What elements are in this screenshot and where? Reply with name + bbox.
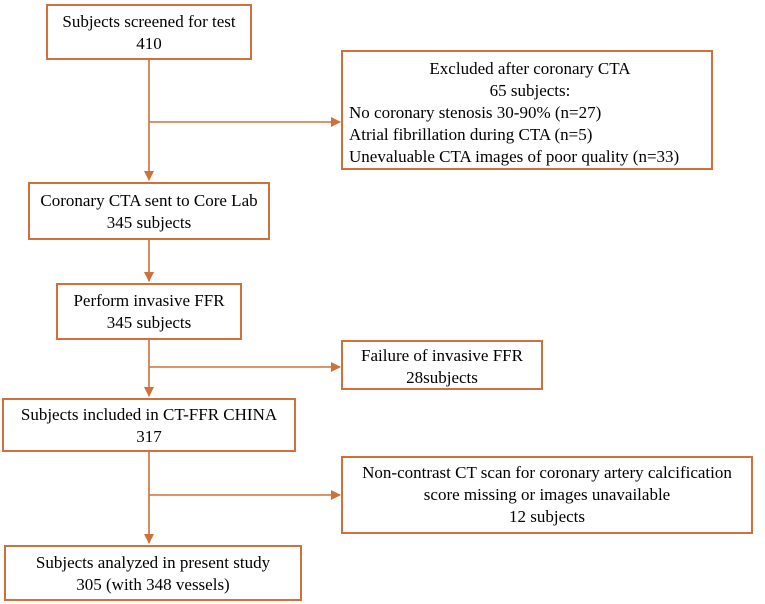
calcium-missing-count: 12 subjects bbox=[508, 507, 586, 526]
box-screened: Subjects screened for test 410 bbox=[46, 4, 252, 60]
invasive-ffr-count: 345 subjects bbox=[106, 313, 192, 332]
analyzed-title: Subjects analyzed in present study bbox=[35, 553, 271, 572]
excluded-cta-count: 65 subjects: bbox=[489, 81, 571, 100]
ffr-failure-title: Failure of invasive FFR bbox=[361, 346, 523, 365]
invasive-ffr-title: Perform invasive FFR bbox=[73, 291, 225, 310]
screened-count: 410 bbox=[136, 34, 162, 53]
box-invasive-ffr: Perform invasive FFR 345 subjects bbox=[56, 283, 242, 340]
excluded-reason-1: No coronary stenosis 30-90% (n=27) bbox=[349, 103, 602, 122]
box-excluded-cta: Excluded after coronary CTA 65 subjects:… bbox=[341, 50, 713, 170]
included-count: 317 bbox=[136, 427, 162, 446]
box-analyzed: Subjects analyzed in present study 305 (… bbox=[4, 545, 302, 601]
calcium-missing-line-2: score missing or images unavailable bbox=[423, 485, 671, 504]
core-lab-count: 345 subjects bbox=[106, 213, 192, 232]
box-included: Subjects included in CT-FFR CHINA 317 bbox=[2, 398, 296, 452]
box-core-lab: Coronary CTA sent to Core Lab 345 subjec… bbox=[28, 182, 270, 240]
calcium-missing-line-1: Non-contrast CT scan for coronary artery… bbox=[362, 463, 732, 482]
excluded-cta-title: Excluded after coronary CTA bbox=[429, 59, 631, 78]
box-ffr-failure: Failure of invasive FFR 28subjects bbox=[341, 340, 543, 390]
screened-title: Subjects screened for test bbox=[62, 12, 236, 31]
included-title: Subjects included in CT-FFR CHINA bbox=[20, 405, 278, 424]
core-lab-title: Coronary CTA sent to Core Lab bbox=[40, 191, 258, 210]
excluded-reason-2: Atrial fibrillation during CTA (n=5) bbox=[349, 125, 593, 144]
box-calcium-missing: Non-contrast CT scan for coronary artery… bbox=[341, 456, 753, 534]
analyzed-count: 305 (with 348 vessels) bbox=[76, 575, 230, 594]
excluded-reason-3: Unevaluable CTA images of poor quality (… bbox=[349, 147, 680, 166]
ffr-failure-count: 28subjects bbox=[406, 368, 478, 387]
